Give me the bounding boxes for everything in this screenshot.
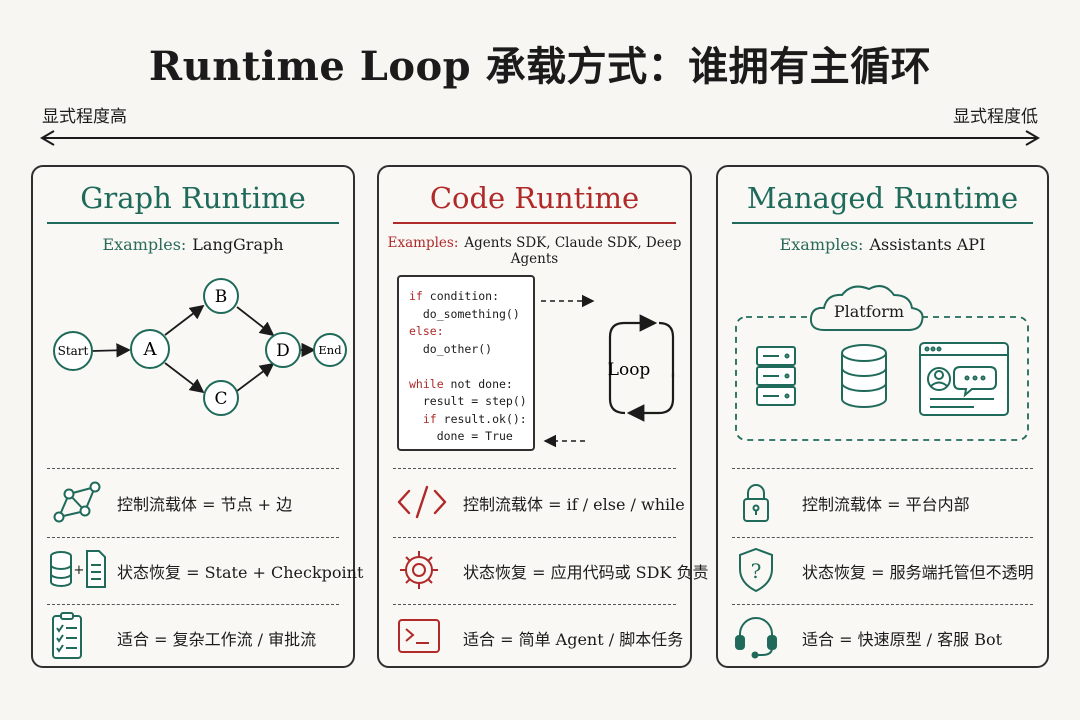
graph-node-d: D xyxy=(265,332,301,368)
graph-node-a: A xyxy=(130,329,170,369)
graph-node-end: End xyxy=(313,333,347,367)
managed-examples-value: Assistants API xyxy=(869,235,986,254)
database-icon xyxy=(841,344,887,408)
managed-separator xyxy=(732,604,1033,605)
cloud-icon: Platform xyxy=(809,285,924,331)
graph-runtime-title: Graph Runtime xyxy=(80,181,306,215)
loop-label: Loop xyxy=(608,360,651,380)
graph-row-suitable-for-text: 适合 = 复杂工作流 / 审批流 xyxy=(117,630,317,649)
managed-title-rule xyxy=(732,222,1033,224)
graph-flow-diagram: Start A B C D End xyxy=(53,278,347,416)
code-separator xyxy=(393,537,676,538)
graph-examples: Examples: LangGraph xyxy=(33,235,353,254)
code-row-state-recovery: 状态恢复 = 应用代码或 SDK 负责 xyxy=(393,545,709,595)
graph-separator xyxy=(47,468,339,469)
managed-row-control-flow-text: 控制流载体 = 平台内部 xyxy=(802,495,970,514)
code-line xyxy=(409,358,533,376)
code-separator xyxy=(393,604,676,605)
graph-nodes-icon xyxy=(53,481,101,523)
code-line: do_other() xyxy=(409,341,493,356)
graph-node-b-label: B xyxy=(215,287,228,307)
explicitness-axis-arrow xyxy=(40,130,1040,146)
code-runtime-panel: Code Runtime Examples: Agents SDK, Claude… xyxy=(377,165,709,668)
managed-row-control-flow: 控制流载体 = 平台内部 xyxy=(732,477,1037,527)
managed-runtime-title: Managed Runtime xyxy=(746,181,1019,215)
code-line: while not done: xyxy=(409,376,513,391)
code-runtime-title: Code Runtime xyxy=(429,181,640,215)
managed-separator xyxy=(732,537,1033,538)
platform-label: Platform xyxy=(834,302,904,321)
code-snippet: if condition: do_something() else: do_ot… xyxy=(397,275,535,451)
server-rack-icon xyxy=(756,346,796,406)
gear-icon xyxy=(400,551,438,589)
graph-runtime-panel: Graph Runtime Examples: LangGraph Start A… xyxy=(31,165,363,668)
managed-row-suitable-for-text: 适合 = 快速原型 / 客服 Bot xyxy=(802,630,1003,649)
terminal-icon xyxy=(398,619,440,653)
database-document-icon: + xyxy=(50,550,106,588)
code-line: result = step() xyxy=(409,394,527,408)
graph-node-b: B xyxy=(203,278,239,314)
graph-examples-label: Examples: xyxy=(102,235,187,254)
managed-row-state-recovery: ? 状态恢复 = 服务端托管但不透明 xyxy=(732,545,1037,595)
graph-title-rule xyxy=(47,222,339,224)
code-line: if result.ok(): xyxy=(422,411,527,426)
code-loop-diagram: Loop xyxy=(541,294,675,448)
code-line: do_something() xyxy=(409,306,520,321)
code-row-state-recovery-text: 状态恢复 = 应用代码或 SDK 负责 xyxy=(463,563,709,582)
graph-row-state-recovery: + 状态恢复 = State + Checkpoint xyxy=(47,545,363,595)
managed-separator xyxy=(732,468,1033,469)
lock-icon xyxy=(743,484,769,522)
code-row-suitable-for: 适合 = 简单 Agent / 脚本任务 xyxy=(393,612,684,662)
managed-row-state-recovery-text: 状态恢复 = 服务端托管但不透明 xyxy=(802,563,1034,582)
svg-text:?: ? xyxy=(751,559,762,583)
graph-node-a-label: A xyxy=(143,339,158,360)
shield-question-icon: ? xyxy=(739,547,773,593)
code-examples: Examples: Agents SDK, Claude SDK, Deep Ag… xyxy=(379,235,690,267)
graph-node-c-label: C xyxy=(214,389,227,409)
graph-row-control-flow-text: 控制流载体 = 节点 + 边 xyxy=(117,495,293,514)
chat-window-icon xyxy=(919,342,1009,416)
code-line: if condition: xyxy=(409,289,500,303)
graph-node-c: C xyxy=(203,380,239,416)
managed-platform-diagram: Platform xyxy=(735,285,1029,441)
graph-node-start: Start xyxy=(53,331,93,371)
code-line: done = True xyxy=(409,429,513,443)
code-examples-value: Agents SDK, Claude SDK, Deep Agents xyxy=(464,235,682,267)
graph-separator xyxy=(47,537,339,538)
graph-separator xyxy=(47,604,339,605)
code-row-suitable-for-text: 适合 = 简单 Agent / 脚本任务 xyxy=(463,630,684,649)
code-row-control-flow: 控制流载体 = if / else / while xyxy=(393,477,685,527)
graph-row-suitable-for: 适合 = 复杂工作流 / 审批流 xyxy=(47,612,343,662)
clipboard-checklist-icon xyxy=(52,612,82,659)
code-row-control-flow-text: 控制流载体 = if / else / while xyxy=(463,495,685,514)
code-line: else: xyxy=(409,324,444,338)
axis-right-label: 显式程度低 xyxy=(953,107,1038,127)
graph-node-start-label: Start xyxy=(58,344,89,358)
svg-text:+: + xyxy=(74,563,85,578)
code-title-rule xyxy=(393,222,676,224)
code-separator xyxy=(393,468,676,469)
managed-examples: Examples: Assistants API xyxy=(718,235,1047,254)
graph-examples-value: LangGraph xyxy=(192,235,284,254)
graph-node-d-label: D xyxy=(276,341,290,361)
page-title: Runtime Loop 承载方式：谁拥有主循环 xyxy=(148,43,932,90)
managed-row-suitable-for: 适合 = 快速原型 / 客服 Bot xyxy=(732,612,1037,662)
managed-examples-label: Examples: xyxy=(779,235,864,254)
code-brackets-icon xyxy=(397,485,447,519)
graph-row-state-recovery-text: 状态恢复 = State + Checkpoint xyxy=(117,563,364,582)
managed-runtime-panel: Managed Runtime Examples:Assistants API … xyxy=(716,165,1049,668)
graph-row-control-flow: 控制流载体 = 节点 + 边 xyxy=(47,477,343,527)
headset-icon xyxy=(735,617,777,659)
axis-left-label: 显式程度高 xyxy=(42,107,127,127)
code-examples-label: Examples: xyxy=(387,235,459,251)
graph-node-end-label: End xyxy=(318,343,342,357)
